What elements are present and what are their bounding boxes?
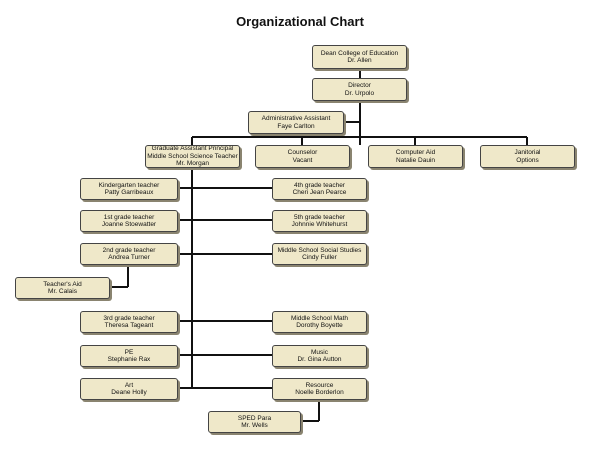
node-role: Art	[124, 381, 134, 389]
node-person: Cindy Fuller	[302, 254, 337, 261]
node-role: SPED Para	[237, 414, 272, 422]
node-person: Mr. Wells	[241, 422, 268, 429]
node-role: 4th grade teacher	[294, 181, 345, 189]
node-person: Options	[516, 156, 539, 164]
node-role: Director	[348, 82, 371, 89]
node-role: 2nd grade teacher	[102, 246, 156, 254]
node-role: Middle School Math	[290, 314, 349, 322]
node-role: Janitorial	[514, 149, 541, 156]
node-person: Dorothy Boyette	[296, 322, 343, 329]
node-role: Teacher's Aid	[43, 280, 82, 288]
node-role: 5th grade teacher	[294, 213, 345, 221]
node-role: 3rd grade teacher	[103, 314, 155, 322]
node-role: Music	[311, 348, 328, 356]
node-person: Natalie Dauin	[395, 156, 436, 164]
chart-title: Organizational Chart	[236, 14, 364, 29]
node-person: Faye Carlton	[277, 122, 315, 130]
node-person: Dr. Allen	[347, 57, 372, 64]
node-person: Mr. Calais	[48, 288, 77, 295]
node-person: Stephanie Rax	[107, 356, 151, 363]
node-role: Computer Aid	[395, 149, 436, 156]
node-role: Counselor	[287, 149, 318, 156]
node-person: Dr. Gina Autton	[297, 356, 342, 363]
node-role: Resource	[305, 381, 334, 389]
node-person: Dr. Urpolo	[344, 89, 375, 97]
node-person: Cheri Jean Pearce	[292, 189, 347, 196]
node-person: Noelle Borderlon	[295, 389, 344, 396]
node-person: Andrea Turner	[108, 254, 150, 261]
node-person: Johnnie Whitehurst	[291, 221, 348, 228]
node-role: PE	[124, 348, 134, 356]
node-role: Middle School Social Studies	[277, 246, 362, 254]
node-role: 1st grade teacher	[103, 213, 155, 221]
node-person: Vacant	[292, 156, 313, 164]
node-person: Mr. Morgan	[176, 160, 209, 168]
node-person: Deane Holly	[111, 389, 147, 396]
node-person: Theresa Tageant	[104, 322, 154, 329]
node-role: Administrative Assistant	[261, 115, 331, 122]
node-person: Patty Garribeaux	[104, 189, 154, 196]
node-role: Kindergarten teacher	[98, 181, 160, 189]
node-role: Dean College of Education	[320, 49, 399, 57]
node-role: Graduate Assistant Principal	[151, 145, 234, 153]
node-person: Middle School Science Teacher	[147, 152, 238, 160]
node-person: Joanne Stoewatter	[101, 221, 157, 228]
